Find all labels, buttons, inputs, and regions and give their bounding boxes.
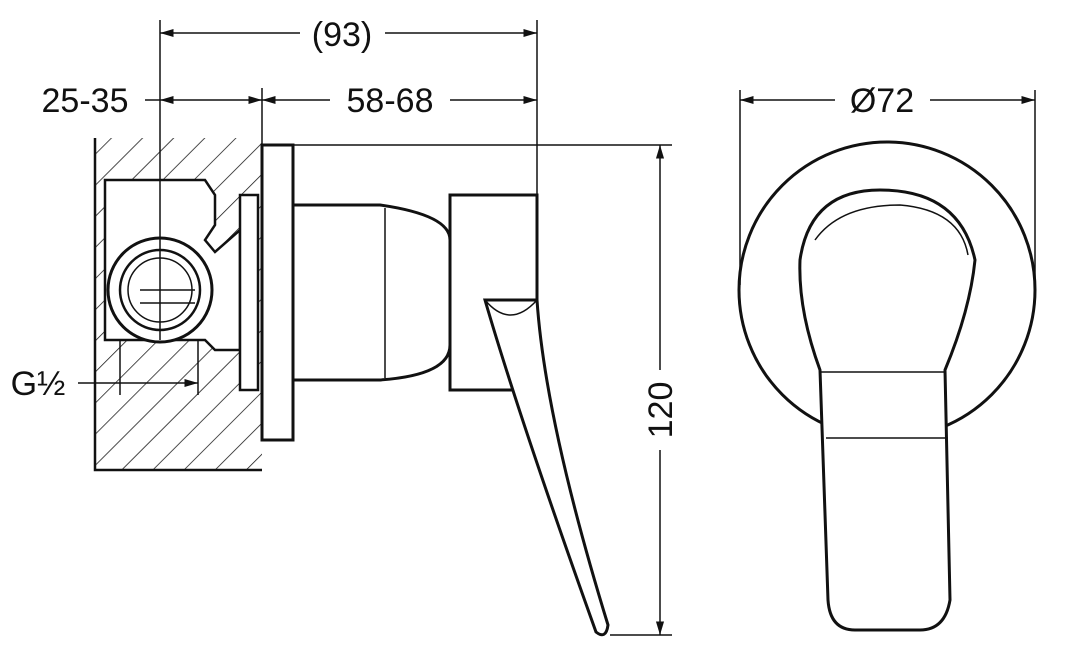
dim-height: 120	[642, 382, 680, 439]
dim-connection: G½	[11, 365, 66, 403]
extension-lines	[119, 20, 1036, 636]
wall-section	[93, 138, 262, 472]
dim-wall-recess: 25-35	[42, 82, 129, 120]
mixer-side-view	[260, 143, 610, 637]
dim-overall-depth: (93)	[312, 16, 372, 54]
dimension-lines	[78, 28, 1035, 635]
dim-projection: 58-68	[347, 82, 434, 120]
mixer-front-view	[737, 140, 1037, 632]
dim-diameter: Ø72	[850, 82, 914, 120]
